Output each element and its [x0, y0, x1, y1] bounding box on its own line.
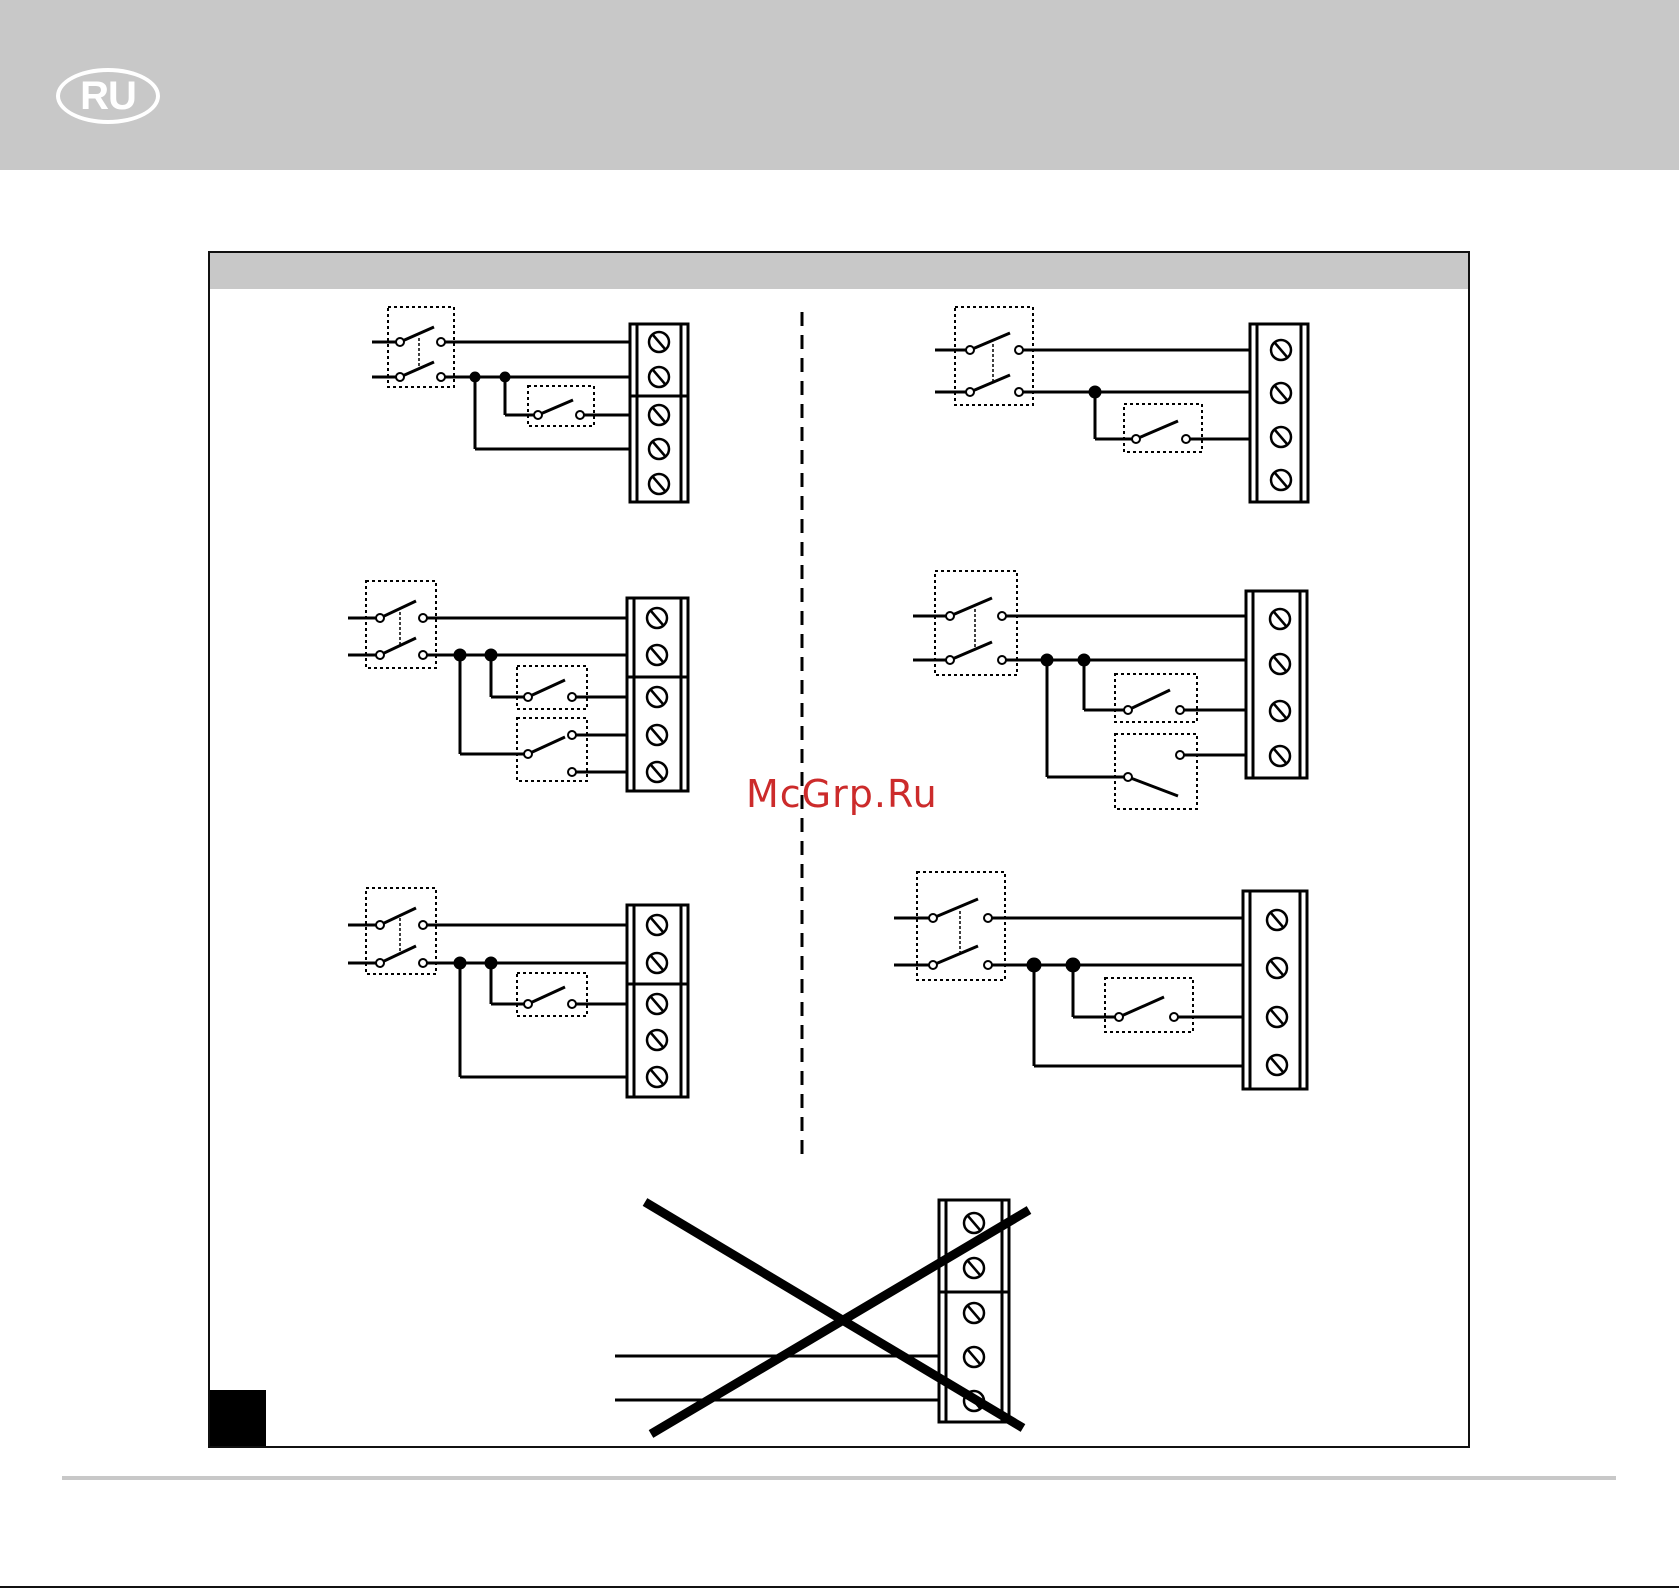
footer-divider — [62, 1476, 1616, 1480]
wiring-variant-1 — [372, 307, 688, 502]
wiring-incorrect — [615, 1200, 1029, 1434]
wiring-variant-3 — [348, 581, 688, 791]
watermark-text: McGrp.Ru — [746, 772, 946, 816]
wiring-variant-2 — [935, 307, 1308, 502]
wiring-variant-5 — [348, 888, 688, 1097]
wiring-variant-4 — [913, 571, 1307, 809]
wiring-variant-6 — [894, 872, 1307, 1089]
